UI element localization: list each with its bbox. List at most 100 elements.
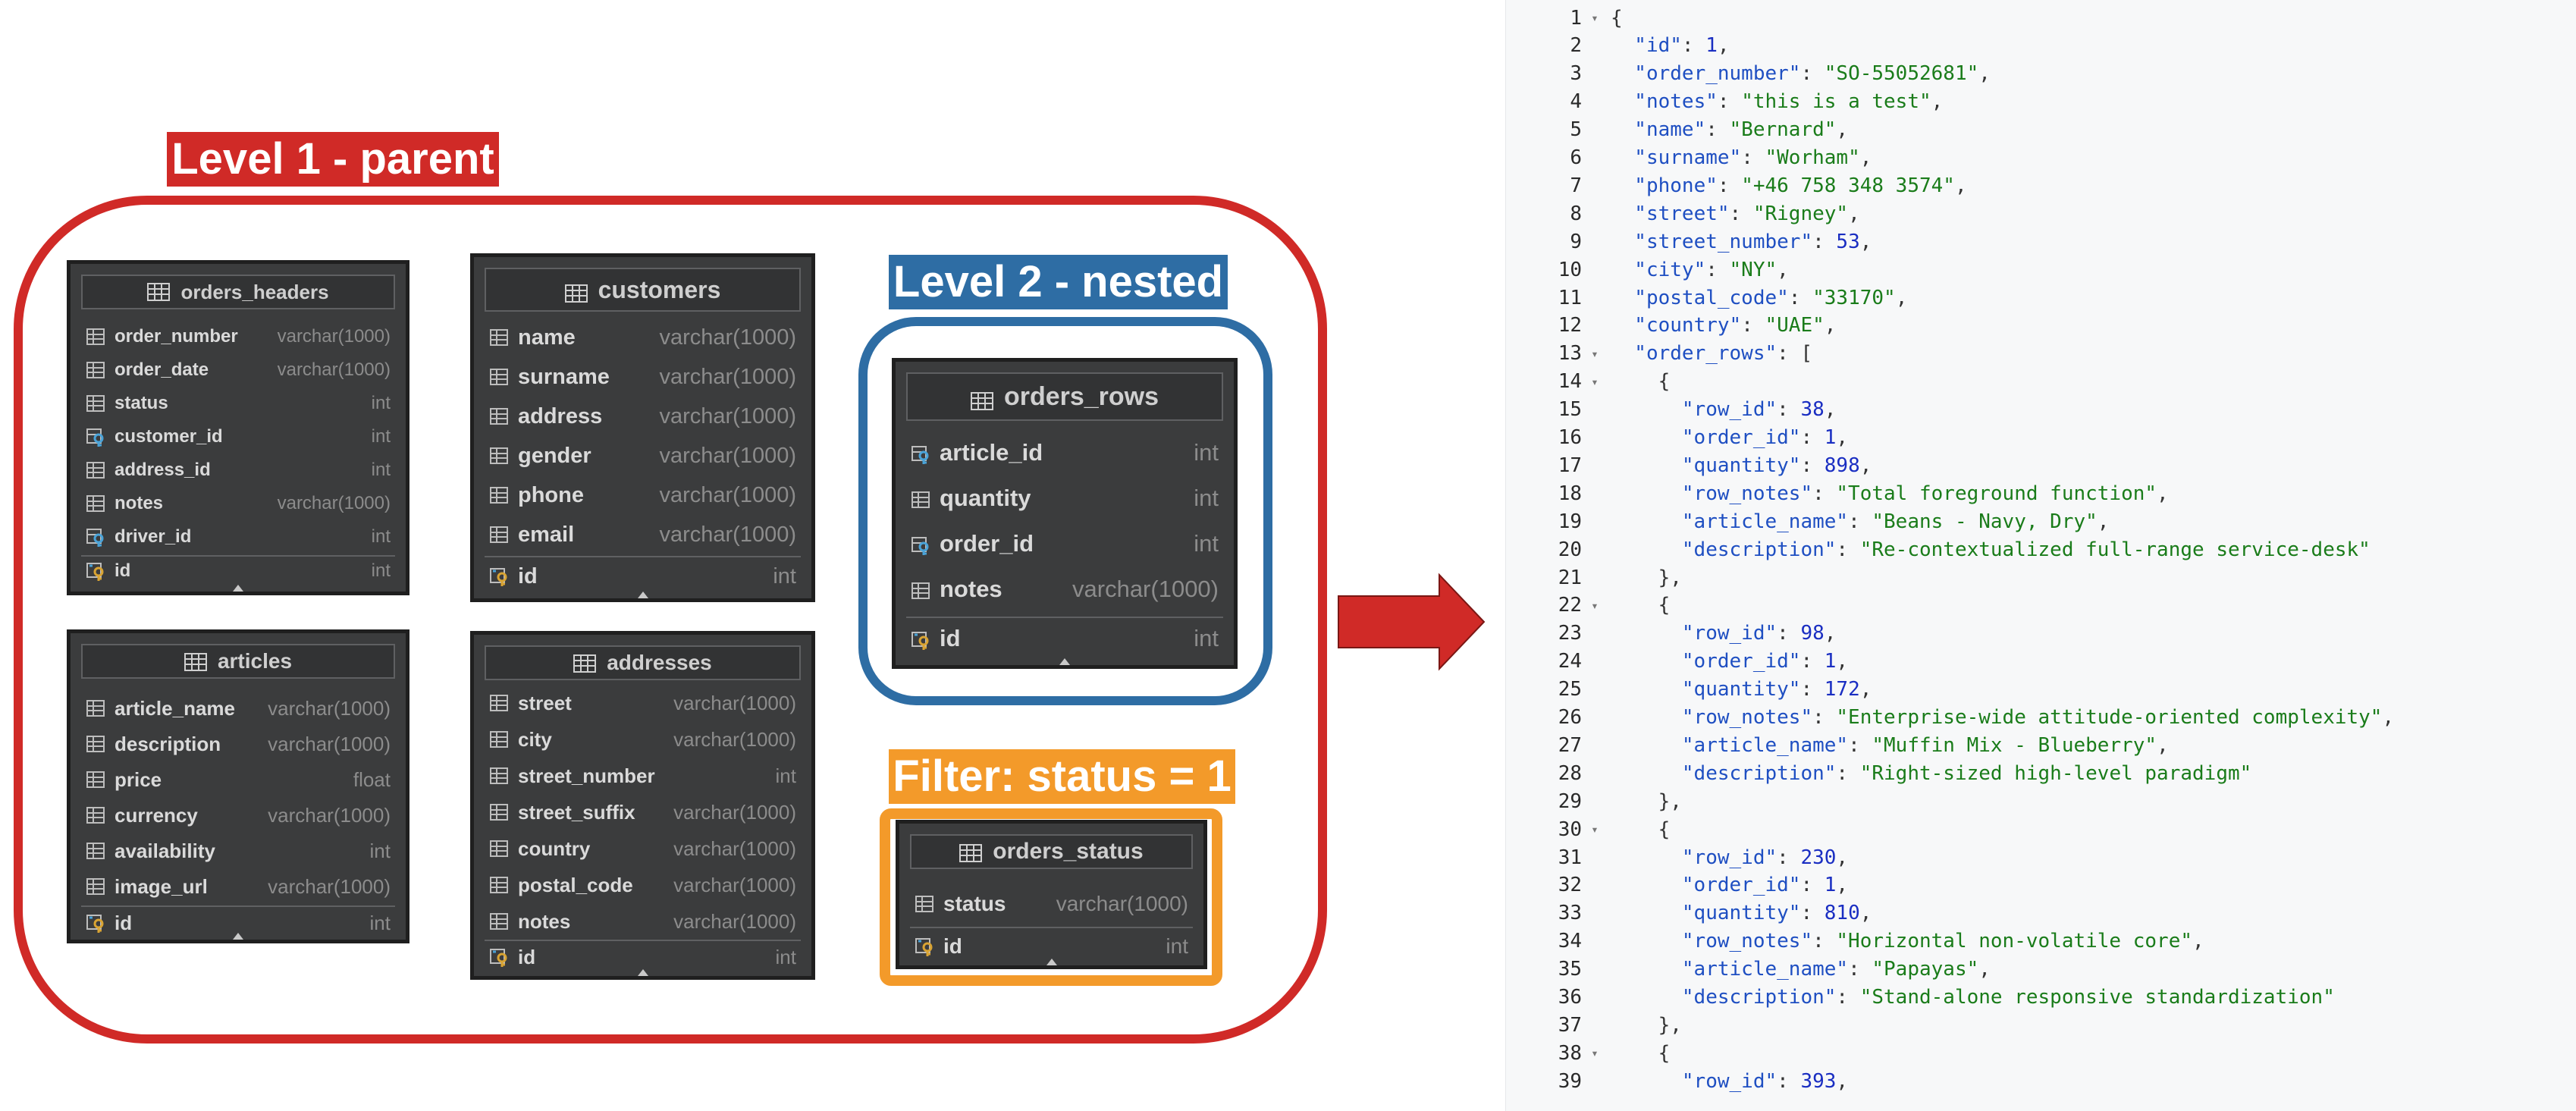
json-comma: , [1859,902,1872,925]
field-name: notes [115,493,164,513]
table-column-icon [489,912,509,931]
table-column-icon [911,491,930,508]
field-name: article_id [940,439,1043,466]
field-type: int [1194,485,1219,511]
json-key: "article_name" [1681,510,1849,533]
table-column-icon [86,698,105,718]
table-column-icon [489,406,509,426]
json-comma: , [1859,454,1872,477]
json-comma: , [1859,146,1872,169]
field-name: email [518,522,575,547]
code-line-cutoff [1506,1105,2576,1111]
json-colon: : [1848,958,1872,981]
line-number: 26 [1558,706,1582,729]
code-text: "quantity": 172, [1611,678,1872,701]
json-comma: , [1954,174,1967,197]
table-column-icon [490,877,508,893]
code-line: 31"row_id": 230, [1506,843,2576,871]
field-name: city [518,727,552,751]
json-key: "row_id" [1681,622,1777,645]
field-name: article_name [115,696,235,720]
code-text: "article_name": "Muffin Mix - Blueberry"… [1611,734,2169,757]
foreign-key-icon [911,443,930,464]
json-colon: : [1729,202,1753,225]
json-value: 1 [1824,874,1837,897]
fold-toggle-icon[interactable]: ▾ [1591,598,1599,613]
json-colon: : [1800,874,1825,897]
json-value: 38 [1800,398,1825,422]
json-value: "Papayas" [1872,958,1979,981]
field-type: int [773,563,796,588]
table-column-icon [86,734,105,754]
table-name: orders_headers [180,280,329,303]
code-text: "street": "Rigney", [1611,202,1859,225]
json-comma: , [1836,118,1849,142]
line-number: 33 [1558,902,1582,925]
table-column-icon [490,447,508,464]
line-number: 20 [1558,538,1582,561]
primary-key-icon [490,949,507,967]
json-value: 898 [1824,454,1860,477]
fold-toggle-icon[interactable]: ▾ [1591,1046,1599,1061]
table-name: orders_status [993,839,1144,864]
code-text: "name": "Bernard", [1611,118,1848,141]
code-line: 39"row_id": 393, [1506,1067,2576,1095]
field-type: int [1166,934,1188,958]
code-text: "quantity": 810, [1611,902,1872,924]
line-number: 36 [1558,986,1582,1009]
json-colon: : [1788,286,1813,309]
json-code-panel[interactable]: 1▾{2"id": 1,3"order_number": "SO-5505268… [1505,0,2576,1111]
json-colon: : [1800,678,1825,701]
fold-toggle-icon[interactable]: ▾ [1591,11,1599,25]
json-comma: , [1859,230,1872,253]
fold-toggle-icon[interactable]: ▾ [1591,346,1599,361]
line-number: 37 [1558,1013,1582,1037]
table-column-icon [490,526,508,543]
json-value: 172 [1824,678,1860,701]
fold-toggle-icon[interactable]: ▾ [1591,822,1599,837]
field-name: id [115,560,131,581]
code-line: 24"order_id": 1, [1506,648,2576,676]
table-column-icon [86,462,105,479]
json-value: "Re-contextualized full-range service-de… [1859,538,2370,561]
table-field-row: id int [86,554,391,588]
json-value: 230 [1800,846,1837,869]
json-colon: : [1812,482,1837,505]
json-value: 810 [1824,902,1860,925]
field-type: int [371,560,391,581]
table-column-icon [86,460,105,480]
code-text: }, [1611,566,1682,589]
field-name: order_number [115,326,238,347]
table-column-icon [86,362,105,378]
field-name: id [943,934,962,958]
field-name: address [518,403,603,428]
code-text: "article_name": "Papayas", [1611,958,1991,981]
code-line: 33 "quantity": 810, [1506,899,2576,927]
fold-toggle-icon[interactable]: ▾ [1591,374,1599,389]
json-colon: : [1848,510,1872,533]
json-comma: , [1895,286,1908,309]
code-text: "notes": "this is a test", [1611,90,1943,113]
code-text: "order_id": 1, [1611,874,1848,896]
code-text: }, [1611,1014,1682,1037]
code-line: 25"quantity": 172, [1506,676,2576,704]
line-number: 29 [1558,789,1582,813]
field-name: order_date [115,359,209,380]
json-key: "description" [1681,538,1837,561]
table-column-icon [911,582,930,599]
code-text: { [1611,7,1623,30]
json-comma: , [1836,874,1849,897]
field-type: varchar(1000) [268,803,391,827]
table-field-row: id int [915,927,1188,965]
